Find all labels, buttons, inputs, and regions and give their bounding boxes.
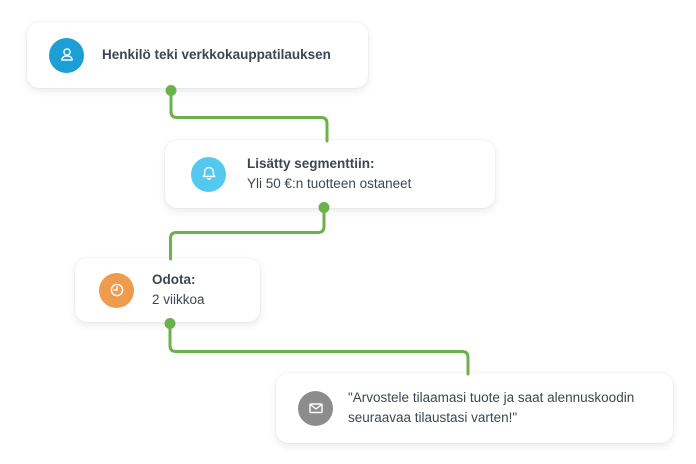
node-subtitle: 2 viikkoa: [152, 292, 205, 307]
node-text: Henkilö teki verkkokauppatilauksen: [102, 45, 331, 65]
clock-icon: [99, 272, 134, 308]
connector-segment-to-wait: [169, 205, 326, 261]
node-text: "Arvostele tilaamasi tuote ja saat alenn…: [348, 388, 662, 429]
node-subtitle: "Arvostele tilaamasi tuote ja saat alenn…: [348, 389, 635, 425]
workflow-node-segment[interactable]: Lisätty segmenttiin: Yli 50 €:n tuotteen…: [165, 140, 495, 208]
node-title: Odota:: [152, 271, 196, 287]
node-title: Henkilö teki verkkokauppatilauksen: [102, 46, 331, 62]
node-text: Odota: 2 viikkoa: [152, 270, 205, 311]
workflow-node-trigger[interactable]: Henkilö teki verkkokauppatilauksen: [27, 22, 368, 88]
workflow-node-wait[interactable]: Odota: 2 viikkoa: [75, 258, 260, 322]
person-icon: [49, 37, 84, 73]
node-text: Lisätty segmenttiin: Yli 50 €:n tuotteen…: [247, 154, 411, 195]
bell-icon: [191, 156, 226, 192]
connector-wait-to-email: [168, 321, 470, 376]
connector-trigger-to-segment: [169, 88, 329, 143]
envelope-icon: [298, 390, 333, 426]
node-title: Lisätty segmenttiin:: [247, 155, 375, 171]
workflow-node-email[interactable]: "Arvostele tilaamasi tuote ja saat alenn…: [276, 373, 673, 443]
node-subtitle: Yli 50 €:n tuotteen ostaneet: [247, 176, 412, 191]
